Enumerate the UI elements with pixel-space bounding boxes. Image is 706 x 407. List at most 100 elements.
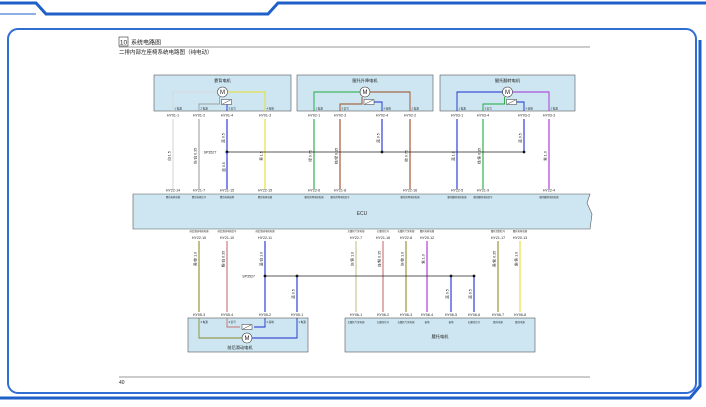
br-pin-label-1: 左腰托信号: [377, 320, 390, 324]
ecu-pin-top-0-1: HY21-7: [193, 189, 205, 193]
bl-motor-symbol-m-letter: M: [245, 336, 250, 342]
br-connector-6: HY06-7: [492, 313, 504, 317]
wire-label-top-1-0: 绿 0.75: [308, 150, 313, 162]
upper-ground-wire-label: 蓝 0.5: [221, 162, 226, 172]
section-number: 10: [120, 39, 128, 46]
motor-pin-label-2-2: 4 接地: [526, 107, 534, 111]
br-ecu-func-3: 腰托电机电源: [420, 229, 435, 233]
br-connector-4: HY06-5: [445, 313, 457, 317]
wire-label-br-1: 白/粉 0.35: [377, 251, 382, 267]
wire-label-br-4: 黄/紫 0.35: [492, 251, 497, 267]
motor-title-1: 腿托升降电机: [352, 77, 378, 84]
wire-label-top-0-3: 黄 1.5: [259, 151, 264, 161]
motor-pin-label-1-3: 2 电源: [412, 107, 420, 111]
motor-connector-1-0: HY02-1: [308, 114, 320, 118]
motor-connector-0-3: HY01-3: [259, 114, 271, 118]
br-connector-3: HY06-4: [421, 313, 433, 317]
section-number-box: [118, 36, 129, 47]
motor-int-wire-d-0: [227, 91, 266, 111]
ecu-pin-top-2-0: HY22-5: [451, 189, 463, 193]
motor-pin-label-0-2: 3 信号: [229, 107, 237, 111]
ecu-func-top-1-1: 腿托升降电机信号: [330, 195, 350, 199]
motor-pin-label-1-0: 1 电源: [316, 107, 324, 111]
br-motor-box: [344, 317, 536, 353]
bl-pin-label-2: 2 接地: [267, 320, 275, 324]
wire-label-br-3: 紫 1.0: [421, 254, 426, 264]
br-ecu-pin-0: HY22-7: [350, 236, 362, 240]
motor-connector-0-2: HY01-4: [221, 114, 233, 118]
motor-int-wire-d-1: [370, 91, 411, 111]
br-pin-label-5: 右腰托信号: [468, 320, 481, 324]
motor-symbol-1-m-letter: M: [363, 90, 368, 96]
br-pin-label-3: 接地: [425, 320, 430, 324]
motor-title-0: 靠背电机: [214, 77, 232, 84]
br-ecu-pin-5: HY20-13: [513, 236, 527, 240]
motor-symbol-0-m-letter: M: [220, 90, 225, 96]
bl-ecu-func-1: 前后滑动电机信号: [217, 229, 237, 233]
br-ecu-pin-4: HY21-17: [491, 236, 505, 240]
bl-pin-label-0: 3 电源: [201, 320, 209, 324]
bl-connector-2: HY05-2: [259, 313, 271, 317]
ecu-pin-top-1-3: HY22-16: [403, 189, 417, 193]
ecu-pin-top-2-1: HY21-9: [477, 189, 489, 193]
ecu-block: ECU: [132, 193, 593, 230]
bl-pin-label-3: 1 电源: [299, 320, 307, 324]
bl-connector-3: HY05-1: [291, 313, 303, 317]
motor-int-wire-c-1: [373, 101, 383, 111]
ecu-pin-top-1-1: HY21-8: [334, 189, 346, 193]
br-connector-0: HY06-1: [350, 313, 362, 317]
motor-int-wire-a-0: [172, 91, 218, 111]
bl-connector-1: HY05-4: [221, 313, 233, 317]
br-connector-2: HY06-3: [400, 313, 412, 317]
motor-int-wire-b-2: [482, 97, 505, 111]
header: 10 系统电路图 二排内部左座椅系统电路图（纯电动） 40: [118, 36, 590, 386]
section-title: 系统电路图: [131, 38, 161, 46]
bl-ecu-func-0: 前后滑动电机电源: [189, 229, 209, 233]
bl-motor-title: 前后滑动电机: [227, 344, 253, 351]
motor-connector-0-0: HY01-1: [167, 114, 179, 118]
br-ecu-func-5: 腰托电机电源: [513, 229, 528, 233]
motor-pin-label-2-0: 1 电源: [459, 107, 467, 111]
motor-int-wire-c-2: [515, 101, 525, 111]
bl-int-c: [254, 318, 266, 328]
lower-splice-node: [263, 274, 267, 278]
wire-label-top-0-2: 蓝 0.5: [221, 133, 226, 143]
motor-title-2: 腿托翻转电机: [495, 77, 521, 84]
ecu-func-top-0-2: 靠背电机接地: [220, 195, 235, 199]
br-ecu-pin-2: HY22-8: [400, 236, 412, 240]
wire-label-top-1-2: 蓝 0.5: [376, 133, 381, 143]
wire-label-top-2-1: 绿/黄 0.35: [477, 148, 482, 164]
motor-connector-2-0: HY03-1: [451, 114, 463, 118]
bl-pin-label-1: 4 信号: [229, 320, 237, 324]
ecu-pin-top-1-0: HY22-6: [308, 189, 320, 193]
motor-connector-2-1: HY03-4: [477, 114, 489, 118]
motor-box-0: [153, 74, 292, 112]
wire-label-bl-1: 粉/白 0.35: [221, 251, 226, 267]
motor-connector-1-1: HY02-3: [334, 114, 346, 118]
ecu-func-top-2-0: 腿托翻转电机电源: [447, 195, 467, 199]
motor-pin-label-0-1: 2 电源: [201, 107, 209, 111]
wire-label-top-0-0: 白 1.5: [167, 151, 172, 161]
bl-connector-0: HY05-3: [193, 313, 205, 317]
wire-label-br-7: 蓝 0.5: [468, 289, 473, 299]
motor-connector-1-3: HY02-2: [404, 114, 416, 118]
wire-label-bl-0: 黄/棕 1.0: [193, 252, 198, 266]
wire-label-br-5: 紫/黄 1.0: [514, 252, 519, 266]
ecu-func-top-1-0: 腿托升降电机电源: [304, 195, 324, 199]
motor-symbol-2-m-letter: M: [505, 90, 510, 96]
br-connector-5: HY06-6: [468, 313, 480, 317]
ecu-func-top-0-0: 靠背电机电源: [166, 195, 181, 199]
br-ecu-func-1: 左腰托信号: [377, 229, 390, 233]
br-ecu-func-0: 左腰托气泵电源: [348, 229, 365, 233]
diagram-title: 二排内部左座椅系统电路图（纯电动）: [119, 48, 213, 56]
bl-int-d: [252, 318, 298, 339]
motor-int-wire-b-1: [339, 97, 363, 111]
page-number: 40: [119, 380, 125, 386]
motor-connector-2-2: HY03-2: [518, 114, 530, 118]
wire-label-top-2-2: 蓝 0.5: [518, 133, 523, 143]
wire-label-top-1-1: 棕/绿 0.35: [334, 148, 339, 164]
ecu-func-top-2-3: 腿托翻转电机电源: [539, 195, 559, 199]
br-ecu-func-4: 腰托控制信号: [491, 229, 506, 233]
motor-int-wire-a-2: [456, 91, 503, 111]
